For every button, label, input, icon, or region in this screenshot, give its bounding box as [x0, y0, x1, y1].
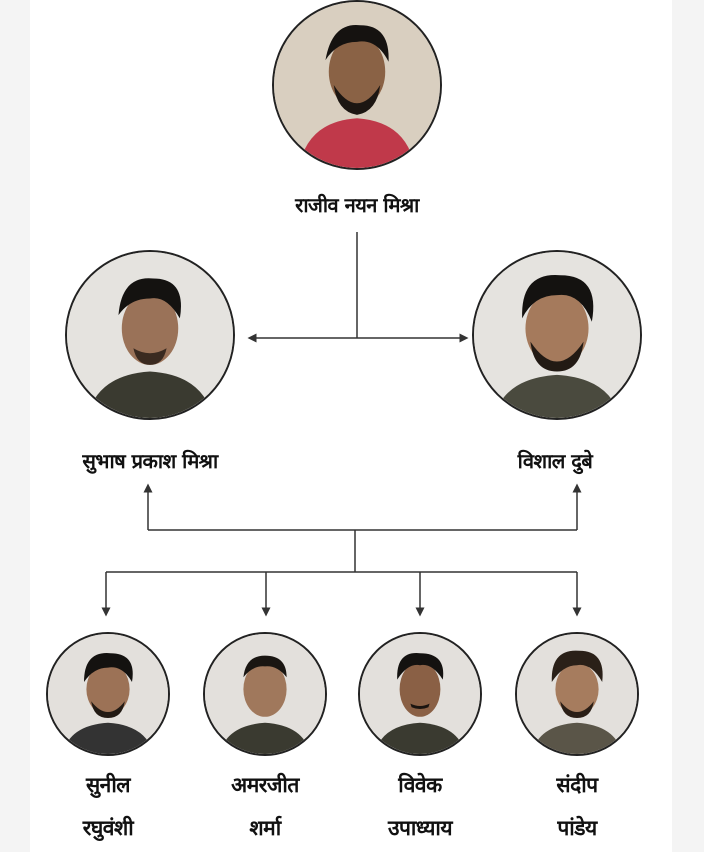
vishal-name: विशाल दुबे: [517, 449, 593, 473]
vivek-photo: [358, 632, 482, 756]
sunil-photo: [46, 632, 170, 756]
sandeep-photo: [515, 632, 639, 756]
subhash-name: सुभाष प्रकाश मिश्रा: [82, 449, 218, 473]
vishal-photo: [472, 250, 642, 420]
amarjeet-photo: [203, 632, 327, 756]
subhash-photo: [65, 250, 235, 420]
leader-photo: [272, 0, 442, 170]
leader-name: राजीव नयन मिश्रा: [295, 193, 419, 217]
